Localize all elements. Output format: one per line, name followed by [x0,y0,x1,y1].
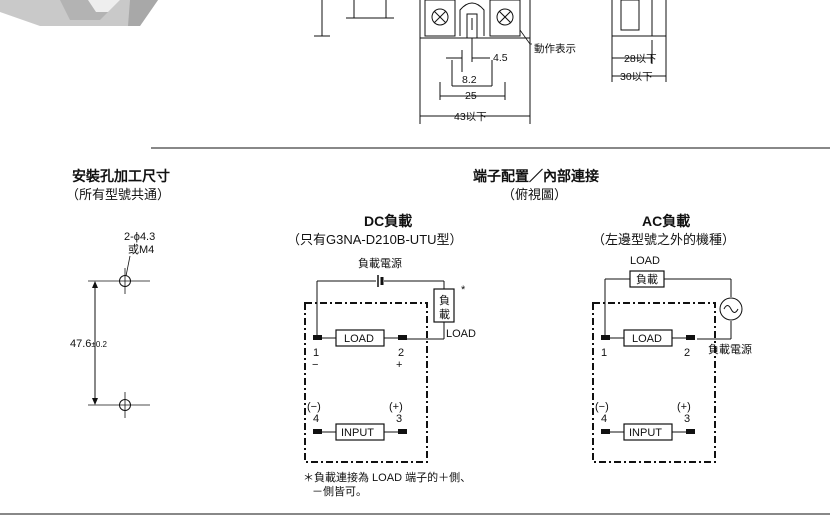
dc-input-row [313,429,407,434]
dim-8-2: 8.2 [462,74,477,86]
dim-43: 43以下 [454,111,487,123]
dc-load-char2: 載 [439,308,450,321]
ac-output-row [601,335,695,340]
ac-pin4-sign: (−) [595,401,609,413]
dc-pin3: 3 [396,413,402,425]
dc-asterisk: * [461,284,466,296]
dc-subtitle: （只有G3NA-D210B-UTU型） [287,232,463,247]
indicator-label: 動作表示 [534,42,576,55]
relay-side-view [611,0,667,82]
ac-source-icon [719,297,743,321]
pitch-value: 47.6±0.2 [70,338,107,350]
dc-output-row [313,335,407,340]
hole-spec-line2: 或M4 [128,243,154,256]
ac-pin3: 3 [684,413,690,425]
ac-load-element [629,270,665,288]
ac-title: AC負載 [642,213,690,229]
dc-pin4: 4 [313,413,319,425]
dc-pin3-sign: (+) [389,401,403,413]
ac-subtitle: （左邊型號之外的機種） [592,232,735,247]
dc-title: DC負載 [364,213,412,229]
ac-pin2: 2 [684,347,690,359]
dc-pin2-sign: + [396,359,402,371]
dc-pin4-sign: (−) [307,401,321,413]
dc-output-box-label: LOAD [344,333,374,345]
dim-4-5: 4.5 [493,52,508,64]
dc-load-char1: 負 [439,294,450,307]
hole-spec-line1: 2-ϕ4.3 [124,231,155,243]
dim-30: 30以下 [620,71,653,83]
ac-output-box-label: LOAD [632,333,662,345]
hole-leader [125,255,131,277]
top-width-dimensions [420,38,530,117]
mounting-subtitle: （所有型號共通） [66,187,170,202]
dc-pin1-sign: − [312,359,318,371]
mounting-hole-bottom [88,392,150,418]
ac-output-box [623,329,673,347]
ac-load-box-label: 負載 [636,273,658,286]
terminals-title: 端子配置／內部連接 [473,168,599,184]
dc-pin2: 2 [398,347,404,359]
ac-input-box [623,423,673,441]
dc-pin1: 1 [313,347,319,359]
ac-pin3-sign: (+) [677,401,691,413]
side-dimension-lines [314,0,394,37]
ac-pin4: 4 [601,413,607,425]
pitch-dimension-line [92,281,98,405]
ac-relay-outline [592,302,716,463]
ac-pin1: 1 [601,347,607,359]
dc-relay-outline [304,302,428,463]
product-photo-fragment [0,0,158,26]
ac-wiring [604,278,732,340]
dc-output-box [335,329,385,347]
relay-top-view [419,0,532,124]
dc-input-box-label: INPUT [341,427,374,439]
terminals-subtitle: （俯視圖） [502,187,567,202]
dc-input-box [335,423,385,441]
ac-load-tag: LOAD [630,255,660,267]
mounting-title: 安裝孔加工尺寸 [72,168,170,184]
dc-supply-label: 負載電源 [358,256,402,270]
ac-supply-label: 負載電源 [708,342,752,356]
ac-input-box-label: INPUT [629,427,662,439]
mounting-hole-top [88,268,150,294]
dc-note-line1: ＊負載連接為 LOAD 端子的＋側、 [303,470,471,484]
dim-25: 25 [465,90,477,102]
ac-input-row [601,429,695,434]
dim-28: 28以下 [624,53,657,65]
dc-wiring [316,275,445,340]
dc-note-line2: －側皆可。 [312,485,367,498]
dc-load-element [433,288,455,323]
dc-load-tag: LOAD [446,328,476,340]
